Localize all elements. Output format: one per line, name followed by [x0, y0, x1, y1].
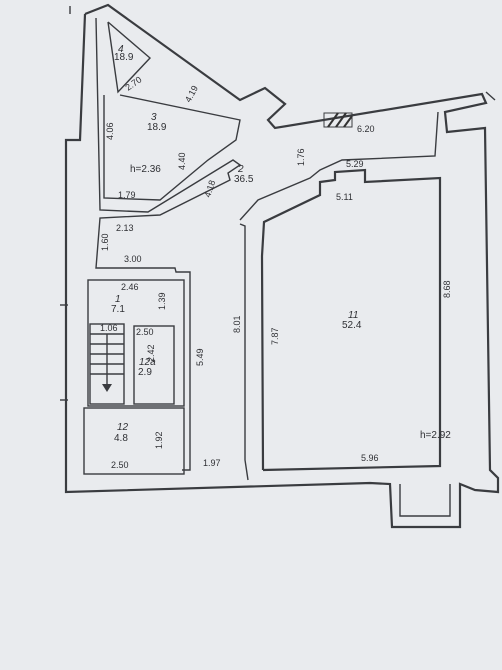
outer-wall — [64, 3, 500, 529]
corridor-north-wall — [239, 111, 439, 221]
inner-wall-room2 — [95, 17, 242, 471]
dim-5-96: 5.96 — [361, 453, 379, 463]
dim-5-49: 5.49 — [195, 348, 205, 366]
room12-wall — [83, 407, 185, 475]
room3-number: 3 — [151, 112, 157, 123]
room2-area: 36.5 — [234, 174, 254, 185]
room12a-number: 12a — [139, 357, 156, 368]
dim-1-79: 1.79 — [118, 190, 136, 200]
dim-4-18: 4.18 — [202, 179, 217, 199]
dim-8-01: 8.01 — [232, 315, 242, 333]
dim-4-06: 4.06 — [105, 122, 115, 140]
room11-outer — [239, 223, 249, 481]
dim-6-20: 6.20 — [357, 124, 375, 134]
room11-wall — [260, 168, 442, 472]
dim-1-60: 1.60 — [100, 233, 110, 251]
dim-5-29: 5.29 — [346, 159, 364, 169]
tick-marker — [485, 91, 496, 101]
room4-number: 4 — [118, 44, 124, 55]
room12-number: 12 — [117, 422, 129, 433]
dim-2-50-bottom: 2.50 — [111, 460, 129, 470]
inner-wall-room4 — [107, 21, 152, 94]
dim-2-50-top: 2.50 — [136, 327, 154, 337]
dim-8-68: 8.68 — [442, 280, 452, 298]
room1-number: 1 — [115, 294, 121, 305]
room1-wall — [87, 279, 185, 407]
room3-area: 18.9 — [147, 122, 167, 133]
room12a-wall — [133, 325, 175, 405]
dim-1-76: 1.76 — [296, 148, 306, 166]
dim-2-42: 2.42 — [146, 344, 156, 362]
dim-1-97: 1.97 — [203, 458, 221, 468]
dim-5-11: 5.11 — [336, 192, 353, 202]
dim-7-87: 7.87 — [270, 327, 280, 345]
room11-area: 52.4 — [342, 320, 362, 331]
dim-2-70: 2.70 — [123, 74, 143, 92]
inner-wall-room3 — [103, 94, 241, 201]
dim-1-39: 1.39 — [157, 292, 167, 310]
staircase — [89, 323, 125, 405]
room3-height: h=2.36 — [130, 164, 161, 175]
dim-2-13: 2.13 — [116, 223, 134, 233]
hatched-column — [323, 112, 353, 128]
porch — [399, 484, 451, 517]
room12a-area: 2.9 — [138, 367, 152, 378]
dim-4-19: 4.19 — [183, 84, 200, 104]
dim-1-92: 1.92 — [154, 431, 164, 449]
room12-area: 4.8 — [114, 433, 128, 444]
dim-4-40: 4.40 — [177, 152, 187, 170]
room11-height: h=2.92 — [420, 430, 451, 441]
room11-number: 11 — [348, 310, 358, 321]
dim-3-00: 3.00 — [124, 254, 142, 264]
room2-number: 2 — [237, 164, 244, 175]
dim-1-06: 1.06 — [100, 323, 118, 333]
room1-area: 7.1 — [111, 304, 125, 315]
room4-area: 18.9 — [114, 52, 134, 63]
dim-2-46: 2.46 — [121, 282, 139, 292]
